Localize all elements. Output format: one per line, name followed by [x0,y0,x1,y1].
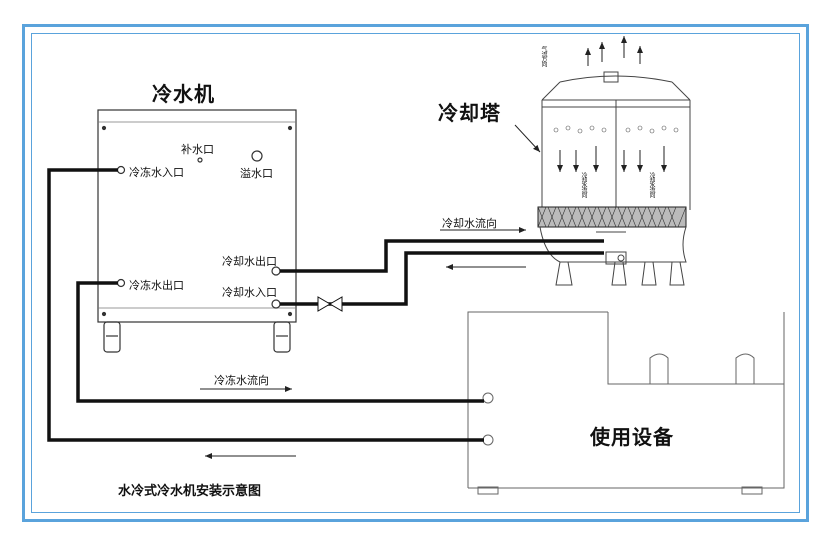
tower-inner-label-right: 冷却水流向 [648,172,655,197]
chilled-flow-label: 冷冻水流向 [214,374,269,387]
cooling-tower-title: 冷却塔 [438,101,501,125]
chilled-inlet-label: 冷冻水入口 [129,166,184,179]
chilled-return-pipe [76,281,484,403]
chiller-title: 冷水机 [152,82,215,106]
cooling-out-pipe [280,239,604,273]
cooling-in-pipe [280,251,604,306]
use-equipment-box [467,311,785,495]
equipment-title: 使用设备 [590,425,674,449]
pipework [47,168,604,442]
inner-frame [31,33,800,513]
check-valve-icon [317,296,343,312]
makeup-water-label: 补水口 [181,143,214,156]
chilled-supply-pipe [47,168,484,442]
diagram-caption: 水冷式冷水机安装示意图 [118,484,262,499]
overflow-label: 溢水口 [240,167,273,180]
outer-frame [22,24,809,522]
airflow-label: 气流方向 [540,46,547,66]
chilled-outlet-label: 冷冻水出口 [129,279,184,292]
tower-inner-label-left: 冷却水流向 [580,172,587,197]
cooling-flow-label: 冷却水流向 [442,217,497,230]
cooling-outlet-label: 冷却水出口 [222,255,277,268]
cooling-tower [514,36,691,286]
cooling-inlet-label: 冷却水入口 [222,286,277,299]
